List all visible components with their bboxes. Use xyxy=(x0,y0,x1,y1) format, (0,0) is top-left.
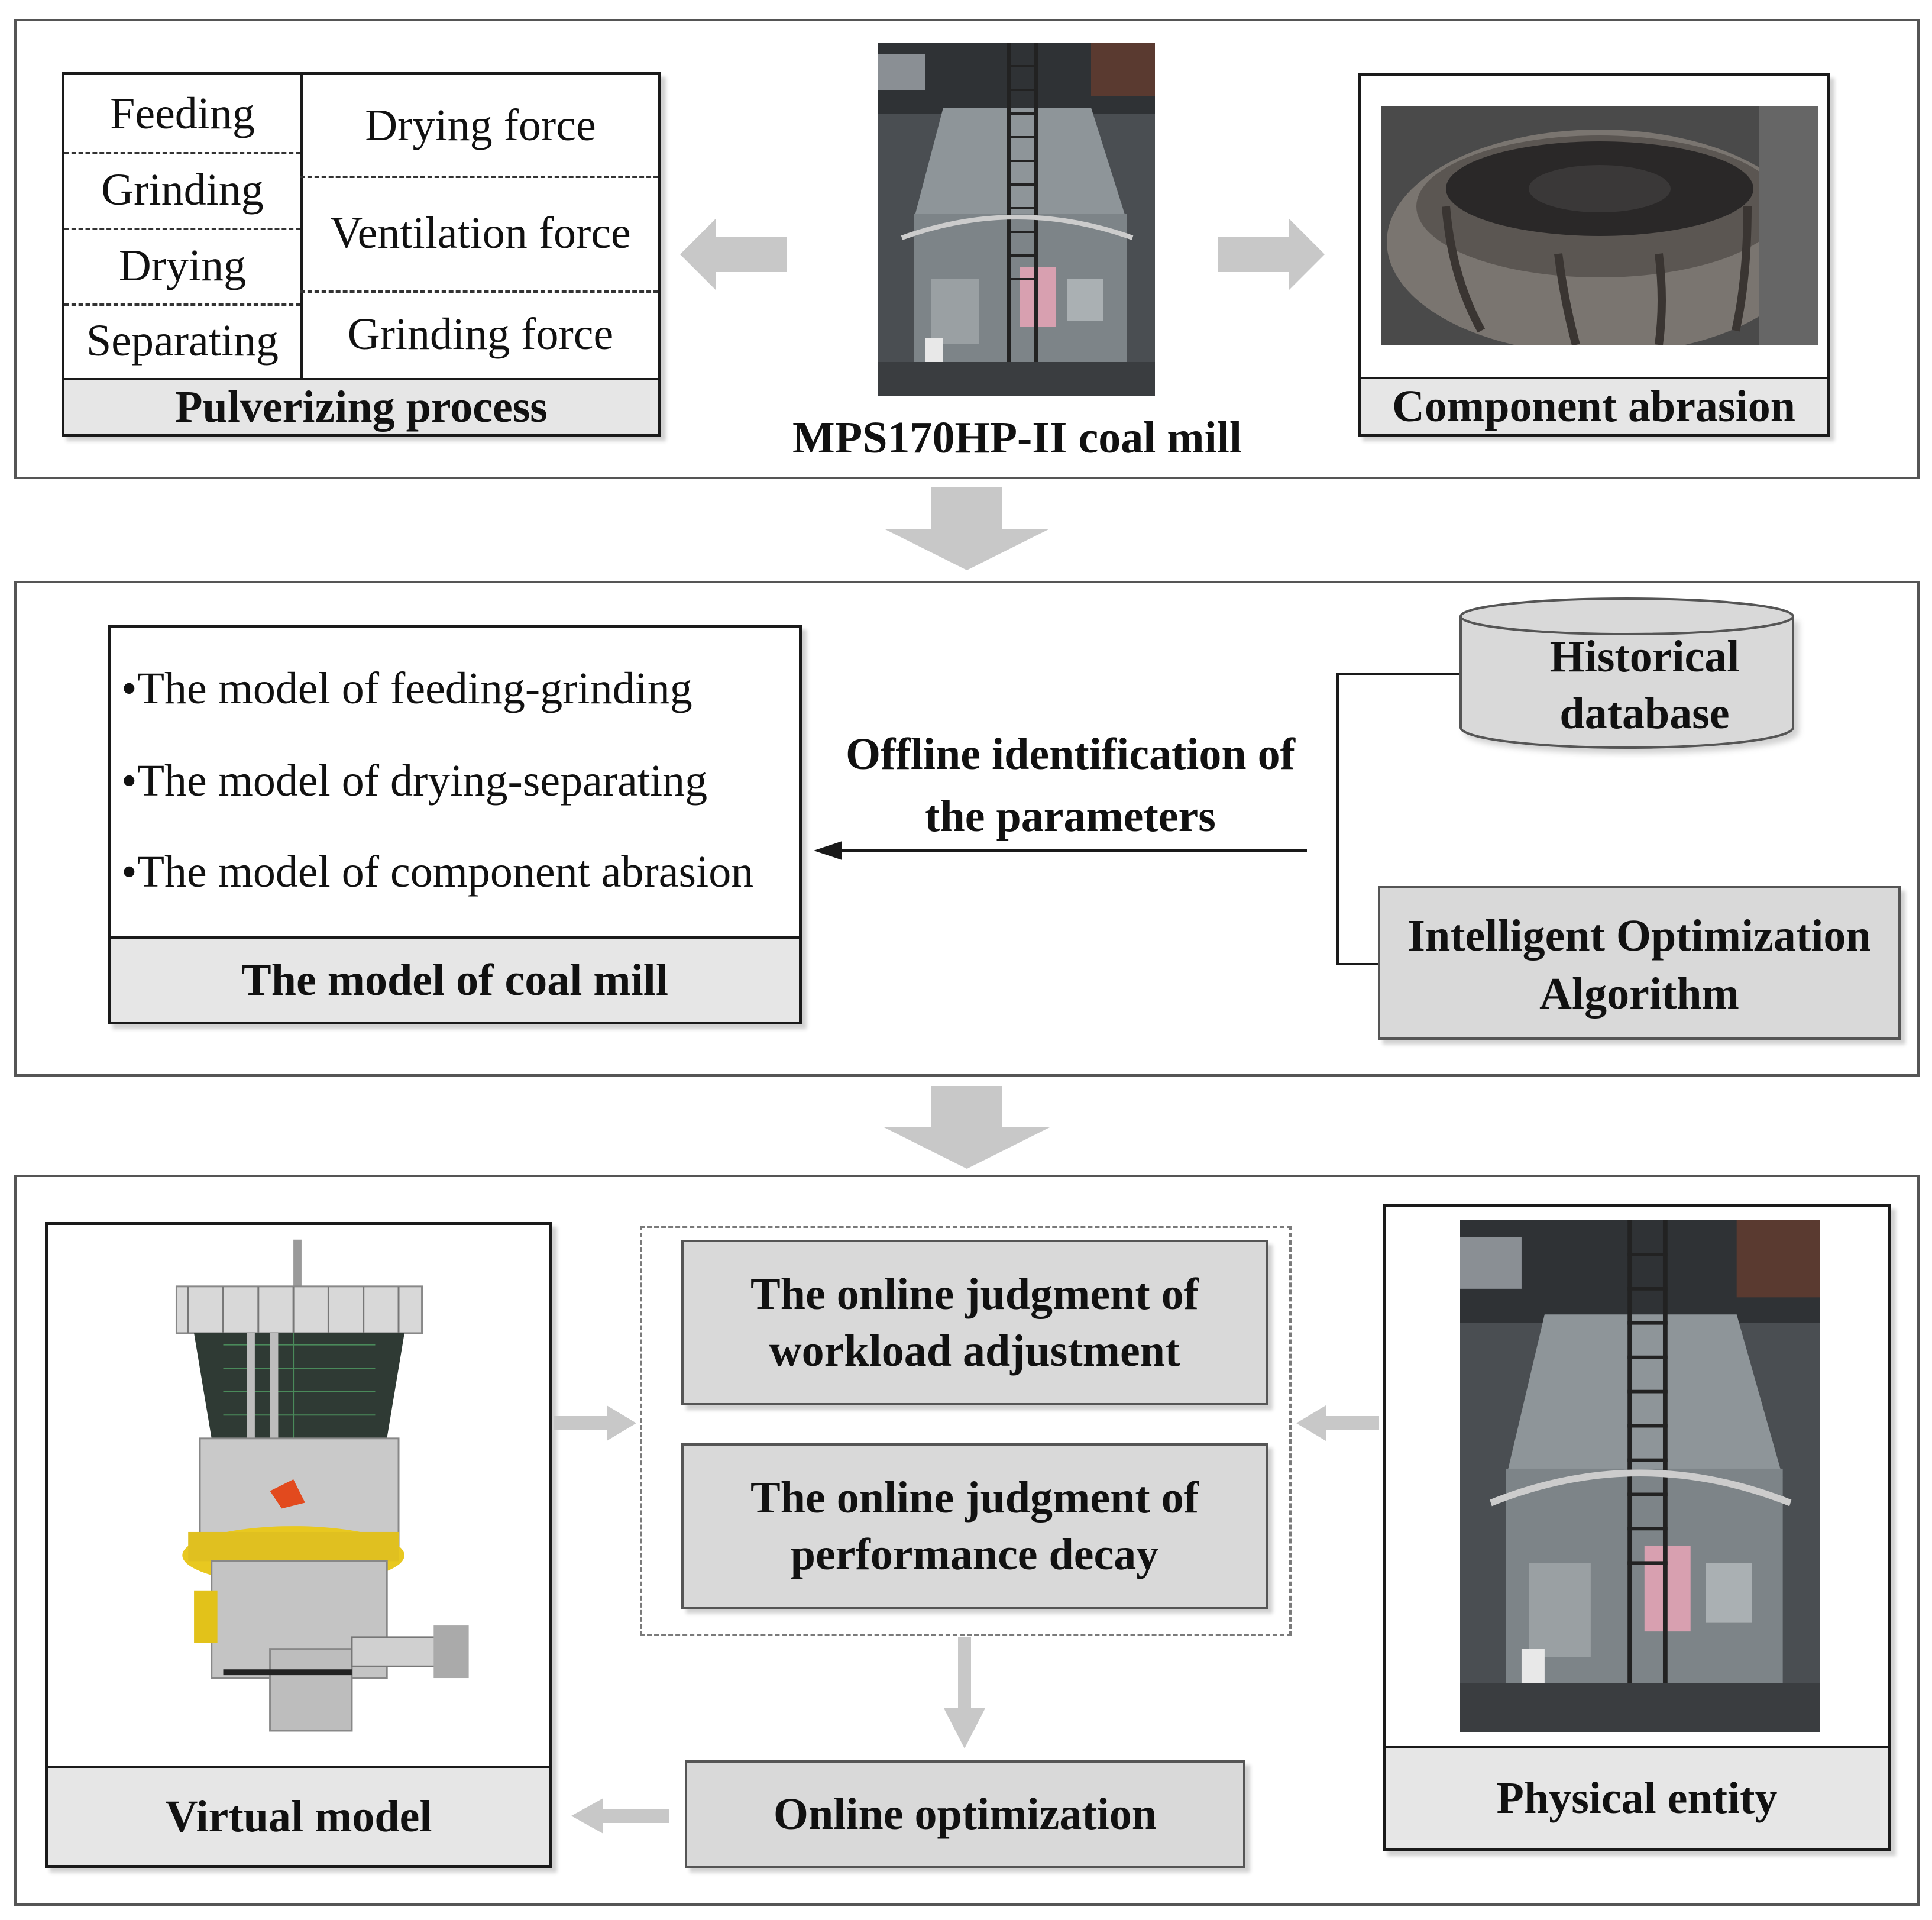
optimization-algorithm-line2: Algorithm xyxy=(1539,968,1739,1019)
model-item-drying-separating: •The model of drying-separating xyxy=(121,756,708,806)
workload-judgment-line2: workload adjustment xyxy=(769,1326,1180,1376)
right-arrow-icon xyxy=(554,1405,636,1441)
physical-entity-photo xyxy=(1460,1220,1820,1732)
virtual-model-box: Virtual model xyxy=(45,1222,552,1868)
force-divider xyxy=(300,176,658,178)
stage-grinding: Grinding xyxy=(101,164,264,215)
workload-judgment-box: The online judgment of workload adjustme… xyxy=(681,1240,1268,1405)
left-arrow-icon xyxy=(1296,1405,1379,1441)
component-abrasion-photo xyxy=(1381,106,1818,345)
offline-identification-line2: the parameters xyxy=(925,791,1216,841)
database-label-line1: Historical xyxy=(1549,631,1740,681)
force-drying: Drying force xyxy=(365,100,596,150)
database-icon xyxy=(1459,597,1794,749)
online-optimization-box: Online optimization xyxy=(685,1760,1245,1868)
component-abrasion-box: Component abrasion xyxy=(1358,73,1830,437)
decay-judgment-line1: The online judgment of xyxy=(750,1472,1199,1523)
physical-entity-title: Physical entity xyxy=(1386,1746,1888,1848)
offline-identification-line1: Offline identification of xyxy=(846,729,1295,779)
coal-mill-model-title: The model of coal mill xyxy=(111,936,799,1022)
force-ventilation: Ventilation force xyxy=(330,208,631,258)
optimization-algorithm-line1: Intelligent Optimization xyxy=(1407,910,1871,961)
stage-feeding: Feeding xyxy=(110,88,255,138)
down-arrow-icon xyxy=(884,487,1050,570)
table-divider xyxy=(300,75,303,378)
stage-drying: Drying xyxy=(118,240,247,290)
down-arrow-icon xyxy=(884,1086,1050,1169)
stage-divider xyxy=(64,152,300,154)
left-arrow-icon xyxy=(680,219,787,290)
stage-divider xyxy=(64,228,300,230)
down-arrow-icon xyxy=(944,1637,985,1748)
workload-judgment-line1: The online judgment of xyxy=(750,1269,1199,1319)
force-grinding: Grinding force xyxy=(347,309,614,359)
coal-mill-model-box: •The model of feeding-grinding •The mode… xyxy=(108,625,802,1024)
coal-mill-caption: MPS170HP-II coal mill xyxy=(792,412,1242,463)
decay-judgment-box: The online judgment of performance decay xyxy=(681,1443,1268,1609)
model-item-feeding-grinding: •The model of feeding-grinding xyxy=(121,664,692,713)
physical-entity-box: Physical entity xyxy=(1383,1204,1891,1851)
stage-divider xyxy=(64,303,300,306)
database-label-line2: database xyxy=(1559,688,1730,738)
left-arrow-icon xyxy=(571,1798,669,1834)
virtual-model-render xyxy=(175,1239,469,1732)
stage-separating: Separating xyxy=(86,315,279,366)
optimization-algorithm-box: Intelligent Optimization Algorithm xyxy=(1378,886,1901,1040)
pulverizing-process-title: Pulverizing process xyxy=(64,378,658,434)
coal-mill-photo xyxy=(878,43,1155,396)
decay-judgment-line2: performance decay xyxy=(790,1529,1159,1579)
right-arrow-icon xyxy=(1218,219,1325,290)
online-judgment-group xyxy=(640,1226,1292,1636)
model-item-component-abrasion: •The model of component abrasion xyxy=(121,847,754,897)
pulverizing-process-table: Feeding Grinding Drying Separating Dryin… xyxy=(62,72,661,437)
force-divider xyxy=(300,290,658,293)
component-abrasion-title: Component abrasion xyxy=(1361,377,1827,434)
online-optimization-label: Online optimization xyxy=(773,1789,1157,1839)
virtual-model-title: Virtual model xyxy=(48,1766,549,1865)
